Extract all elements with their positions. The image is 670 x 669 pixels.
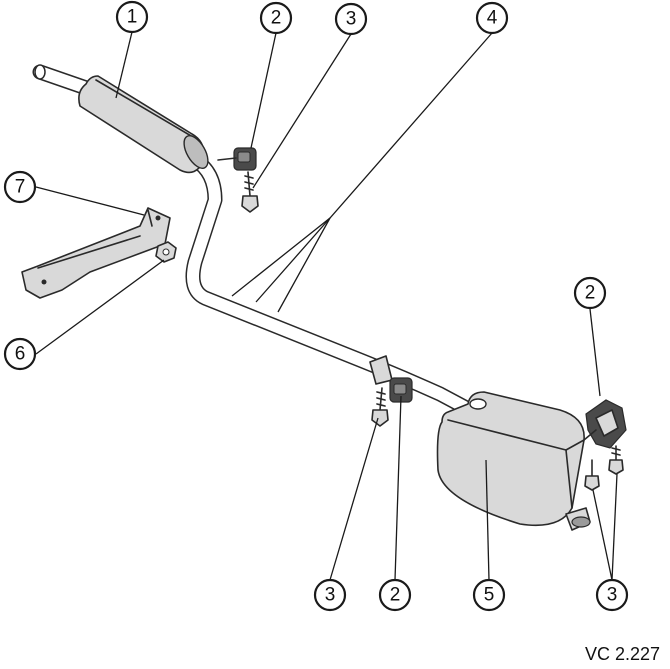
callout-2-rear: 2 [573, 276, 607, 310]
bolt-center [371, 387, 389, 427]
bracket-nut [155, 241, 177, 263]
front-silencer [32, 64, 209, 174]
svg-text:2: 2 [390, 585, 401, 606]
svg-text:7: 7 [15, 177, 26, 198]
callout-1: 1 [115, 0, 149, 34]
rubber-mount-rear [583, 399, 627, 449]
rubber-mount-center [369, 355, 413, 403]
callout-2-center: 2 [378, 578, 412, 612]
svg-text:1: 1 [127, 7, 138, 28]
callout-6: 6 [3, 337, 37, 371]
svg-text:3: 3 [325, 585, 336, 606]
svg-text:5: 5 [484, 585, 495, 606]
callout-3-rear: 3 [595, 578, 629, 612]
svg-text:3: 3 [607, 585, 618, 606]
rubber-mount-front [217, 147, 257, 171]
svg-text:2: 2 [585, 283, 596, 304]
callout-3-front: 3 [334, 2, 368, 36]
callout-3-center: 3 [313, 578, 347, 612]
callout-2-front: 2 [259, 1, 293, 35]
leader-lines [35, 31, 618, 581]
callout-4: 4 [475, 1, 509, 35]
bolts-rear [584, 445, 624, 491]
rear-silencer [436, 391, 591, 531]
svg-text:4: 4 [487, 8, 498, 29]
support-bracket [21, 207, 171, 299]
callout-5: 5 [472, 578, 506, 612]
svg-text:6: 6 [15, 344, 26, 365]
bolt-front [241, 171, 259, 213]
figure-reference: VC 2.227 [584, 644, 660, 664]
svg-text:2: 2 [271, 8, 282, 29]
exhaust-pipe [185, 152, 478, 418]
callout-7: 7 [3, 170, 37, 204]
svg-text:3: 3 [346, 9, 357, 30]
